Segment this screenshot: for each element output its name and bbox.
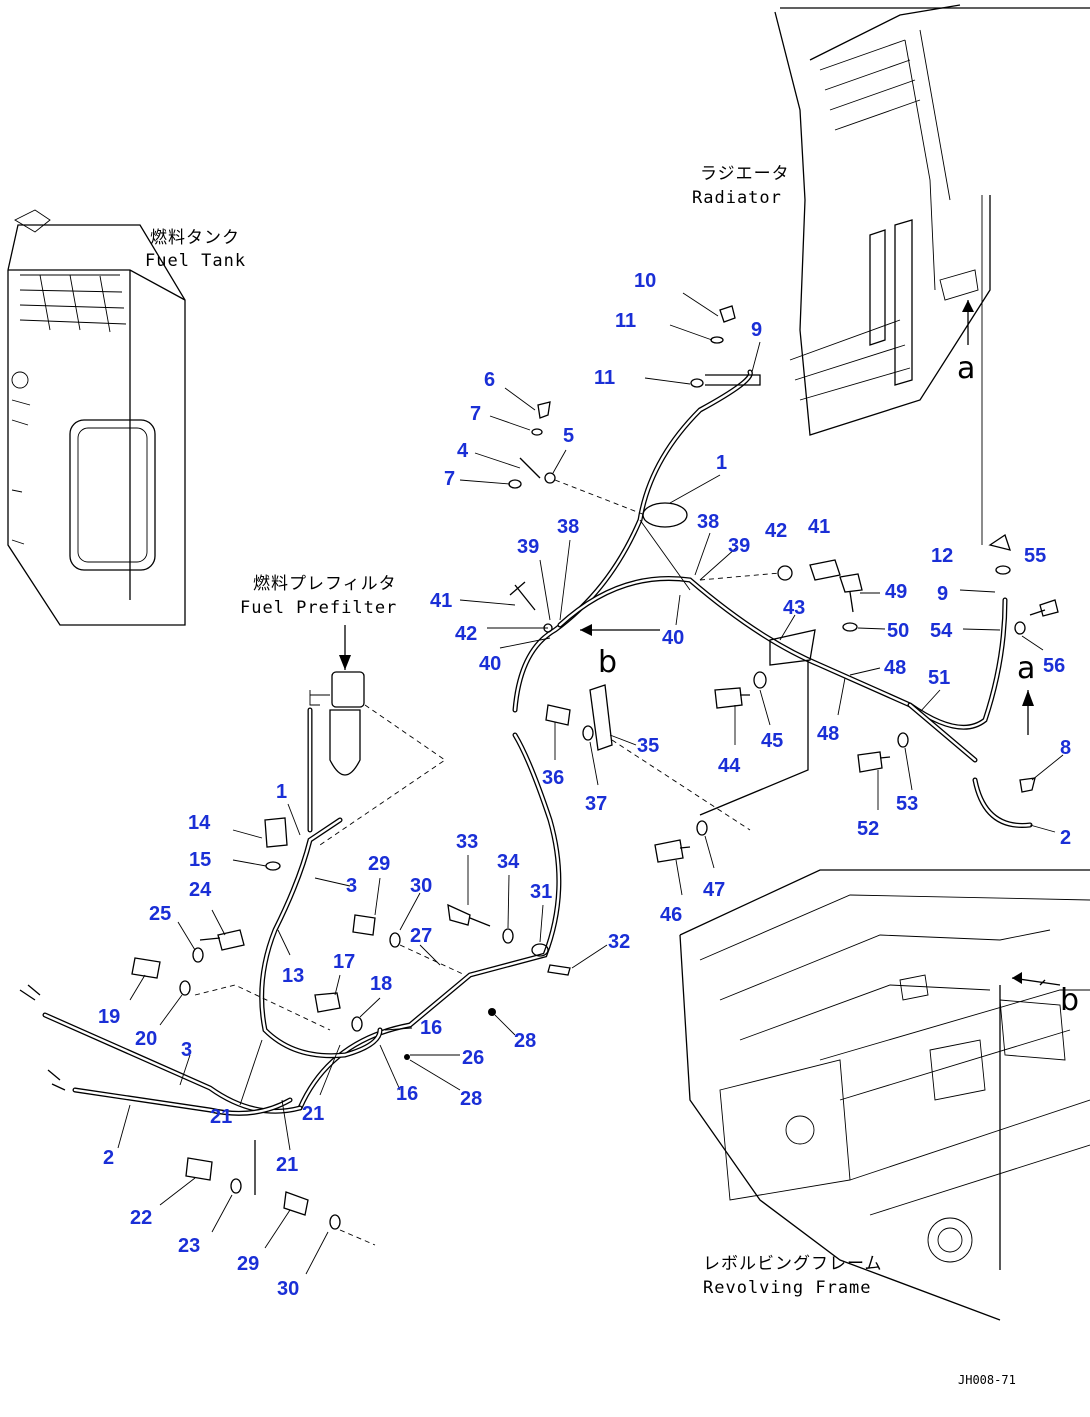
callout-30b: 30 bbox=[277, 1278, 299, 1300]
callout-55: 55 bbox=[1024, 545, 1046, 567]
callout-19: 19 bbox=[98, 1006, 120, 1028]
callout-26: 26 bbox=[462, 1047, 484, 1069]
callout-46: 46 bbox=[660, 904, 682, 926]
frame-label-en: Revolving Frame bbox=[703, 1278, 872, 1298]
callout-6: 6 bbox=[484, 369, 495, 391]
callout-15: 15 bbox=[189, 849, 211, 871]
callout-11b: 11 bbox=[594, 367, 615, 389]
callout-3: 3 bbox=[346, 875, 357, 897]
callout-37: 37 bbox=[585, 793, 607, 815]
callout-42: 42 bbox=[765, 520, 787, 542]
fuel-tank-label-en: Fuel Tank bbox=[145, 251, 246, 271]
callout-9b: 9 bbox=[937, 583, 948, 605]
callout-17: 17 bbox=[333, 951, 355, 973]
callout-44: 44 bbox=[718, 755, 741, 777]
callout-35: 35 bbox=[637, 735, 659, 757]
callout-11: 11 bbox=[615, 310, 636, 332]
callout-5: 5 bbox=[563, 425, 574, 447]
callout-38b: 38 bbox=[697, 511, 719, 533]
leader-lines bbox=[117, 292, 1064, 1275]
callout-30: 30 bbox=[410, 875, 432, 897]
callout-24: 24 bbox=[189, 879, 212, 901]
callout-18: 18 bbox=[370, 973, 392, 995]
ref-letter-b-frame: b bbox=[1060, 983, 1079, 1018]
fuel-hoses bbox=[42, 369, 1033, 1116]
callout-42b: 42 bbox=[455, 623, 477, 645]
callout-21: 21 bbox=[210, 1106, 232, 1128]
revolving-frame-drawing: b レボルビングフレーム Revolving Frame bbox=[679, 869, 1090, 1321]
callout-16b: 16 bbox=[396, 1083, 418, 1105]
callout-31: 31 bbox=[530, 881, 552, 903]
callout-48b: 48 bbox=[817, 723, 839, 745]
callout-2: 2 bbox=[1060, 827, 1071, 849]
callout-32: 32 bbox=[608, 931, 630, 953]
callout-1: 1 bbox=[716, 452, 727, 474]
callout-51: 51 bbox=[928, 667, 950, 689]
callout-25: 25 bbox=[149, 903, 171, 925]
callout-29b: 29 bbox=[237, 1253, 259, 1275]
callout-54: 54 bbox=[930, 620, 953, 642]
callout-36: 36 bbox=[542, 767, 564, 789]
ref-letter-a-top: a bbox=[957, 351, 975, 386]
callout-52: 52 bbox=[857, 818, 879, 840]
radiator-label-en: Radiator bbox=[692, 188, 782, 208]
callout-39: 39 bbox=[517, 536, 539, 558]
callout-56: 56 bbox=[1043, 655, 1065, 677]
callout-39b: 39 bbox=[728, 535, 750, 557]
callout-43: 43 bbox=[783, 597, 805, 619]
callout-49: 49 bbox=[885, 581, 907, 603]
ref-letter-a-bottom: a bbox=[1017, 651, 1035, 686]
callout-10: 10 bbox=[634, 270, 656, 292]
callout-numbers: 10 11 9 11 6 7 5 4 7 1 38 39 38 39 42 41… bbox=[98, 270, 1071, 1300]
callout-16: 16 bbox=[420, 1017, 442, 1039]
callout-28b: 28 bbox=[460, 1088, 482, 1110]
prefilter-label-en: Fuel Prefilter bbox=[240, 598, 397, 618]
callout-47: 47 bbox=[703, 879, 725, 901]
callout-45: 45 bbox=[761, 730, 783, 752]
drawing-code: JH008-71 bbox=[958, 1373, 1016, 1387]
hardware-parts bbox=[19, 305, 1059, 1246]
callout-7: 7 bbox=[470, 403, 481, 425]
callout-1b: 1 bbox=[276, 781, 287, 803]
callout-13: 13 bbox=[282, 965, 304, 987]
callout-12: 12 bbox=[931, 545, 953, 567]
callout-3b: 3 bbox=[181, 1039, 192, 1061]
callout-38: 38 bbox=[557, 516, 579, 538]
callout-40b: 40 bbox=[662, 627, 684, 649]
callout-50: 50 bbox=[887, 620, 909, 642]
callout-2b: 2 bbox=[103, 1147, 114, 1169]
callout-9: 9 bbox=[751, 319, 762, 341]
radiator-drawing: ラジエータ Radiator a bbox=[692, 4, 1090, 545]
callout-14: 14 bbox=[188, 812, 211, 834]
callout-7b: 7 bbox=[444, 468, 455, 490]
callout-20: 20 bbox=[135, 1028, 157, 1050]
callout-41b: 41 bbox=[430, 590, 452, 612]
callout-22: 22 bbox=[130, 1207, 152, 1229]
callout-34: 34 bbox=[497, 851, 520, 873]
callout-53: 53 bbox=[896, 793, 918, 815]
ref-letter-b-center: b bbox=[598, 645, 617, 680]
prefilter-label-jp: 燃料プレフィルタ bbox=[253, 574, 397, 594]
callout-28: 28 bbox=[514, 1030, 536, 1052]
callout-21b: 21 bbox=[302, 1103, 324, 1125]
callout-23: 23 bbox=[178, 1235, 200, 1257]
fuel-tank-drawing: 燃料タンク Fuel Tank bbox=[7, 209, 246, 626]
fuel-prefilter-drawing: 燃料プレフィルタ Fuel Prefilter bbox=[240, 574, 446, 846]
callout-41: 41 bbox=[808, 516, 830, 538]
callout-8: 8 bbox=[1060, 737, 1071, 759]
callout-21c: 21 bbox=[276, 1154, 298, 1176]
callout-29: 29 bbox=[368, 853, 390, 875]
callout-48: 48 bbox=[884, 657, 906, 679]
radiator-label-jp: ラジエータ bbox=[700, 164, 790, 184]
callout-27: 27 bbox=[410, 925, 432, 947]
callout-4: 4 bbox=[457, 440, 469, 462]
callout-40: 40 bbox=[479, 653, 501, 675]
frame-label-jp: レボルビングフレーム bbox=[703, 1254, 883, 1274]
callout-33: 33 bbox=[456, 831, 478, 853]
fuel-tank-label-jp: 燃料タンク bbox=[150, 228, 240, 248]
